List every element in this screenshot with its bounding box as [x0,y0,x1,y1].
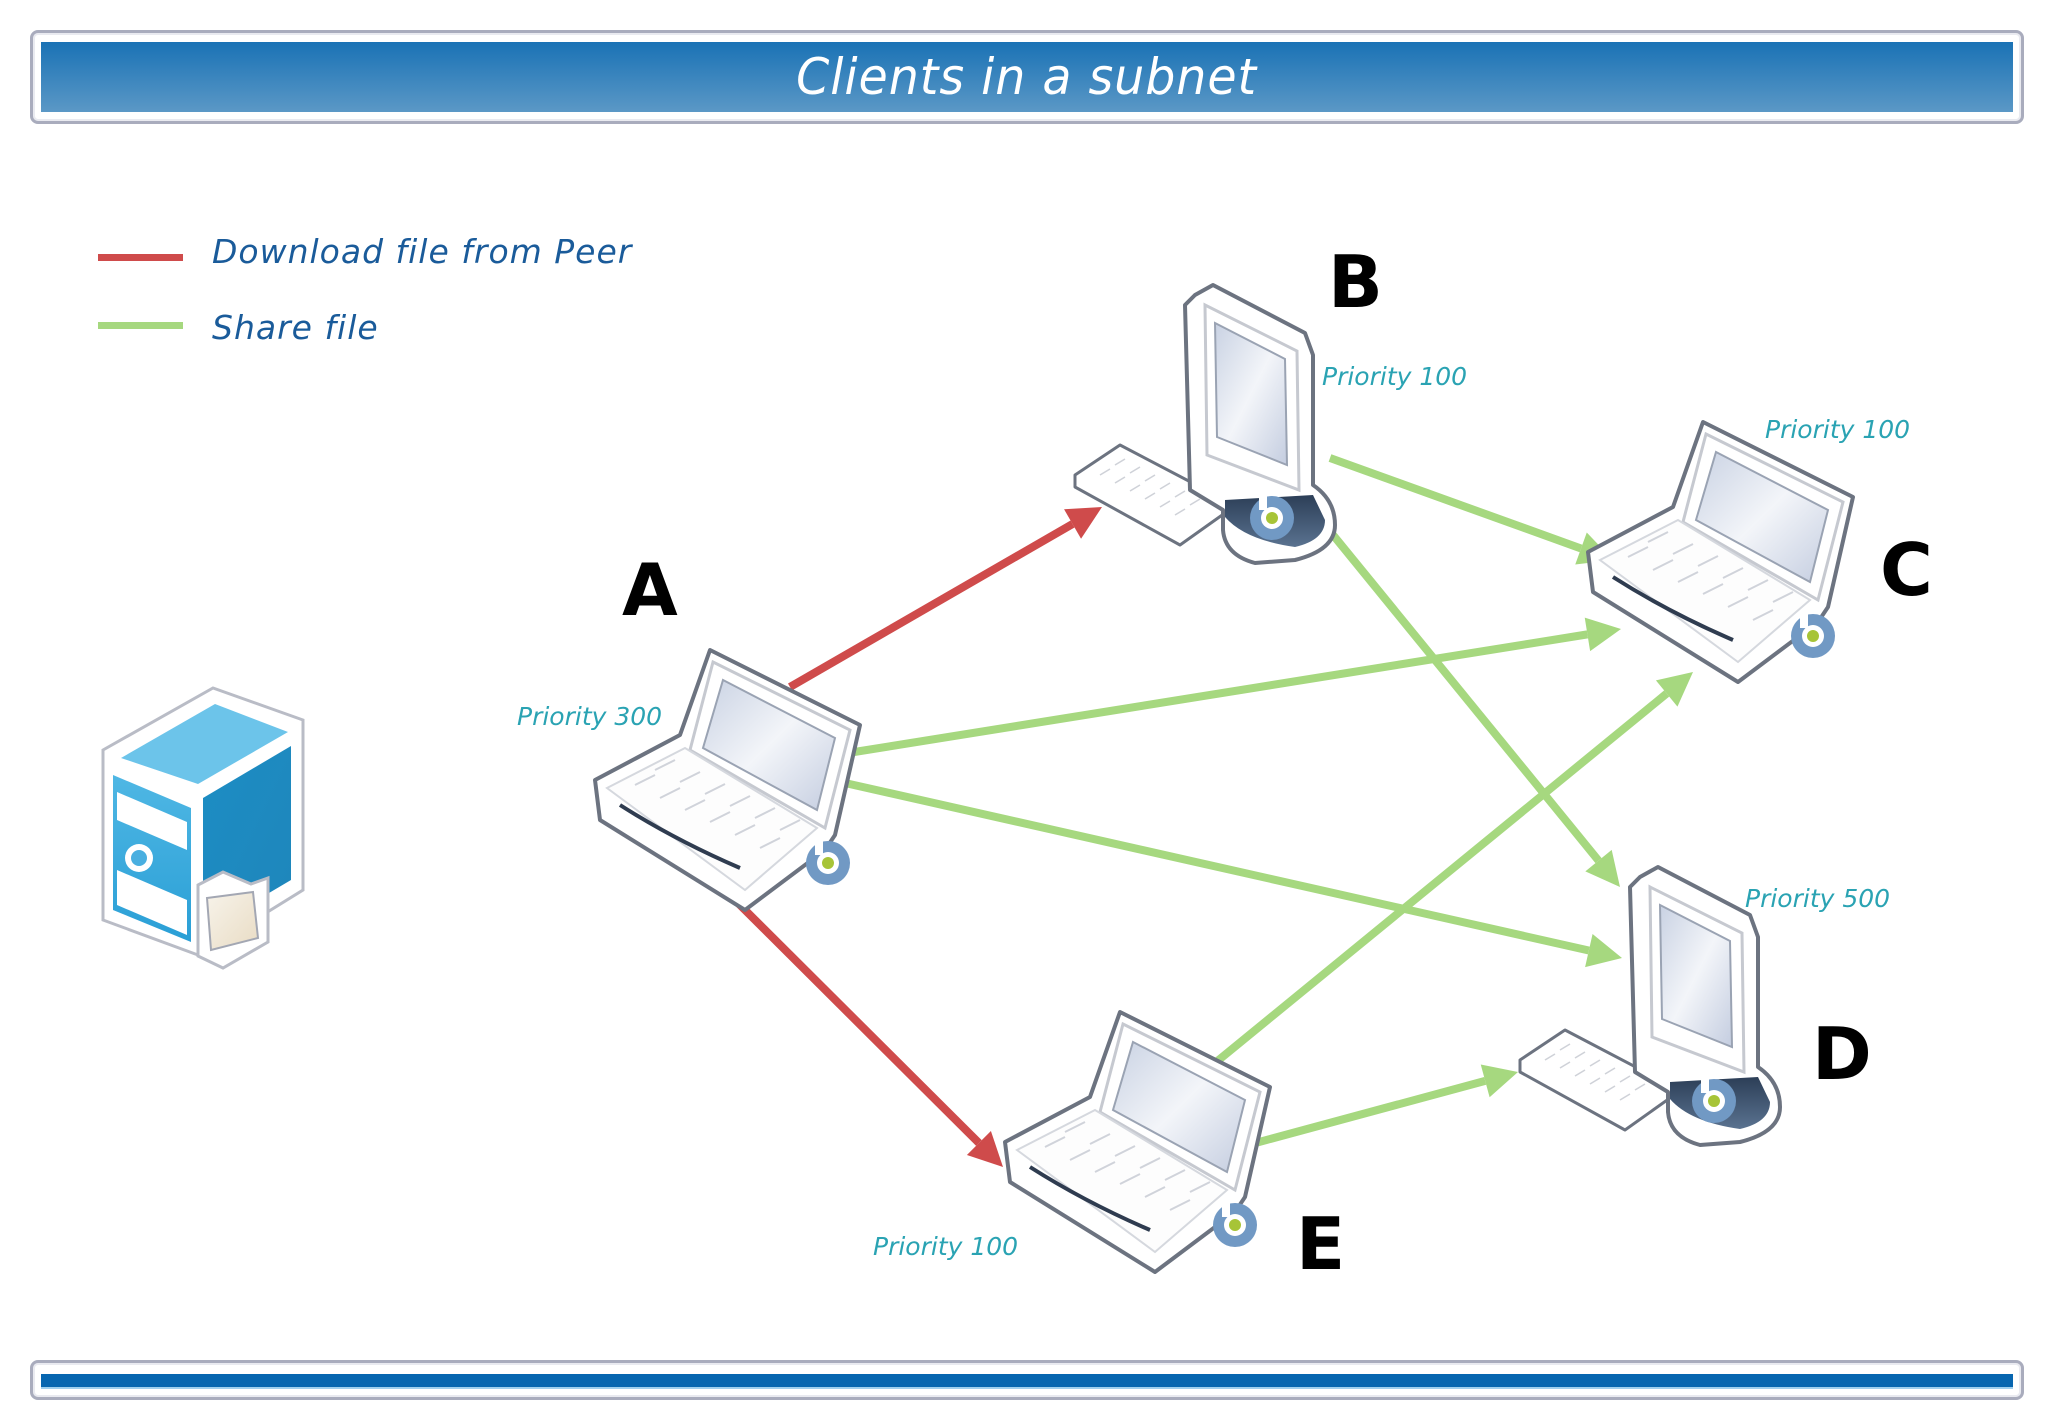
arrow-head [1585,849,1620,887]
arrow-shaft [1303,500,1602,864]
header-frame: Clients in a subnet [30,30,2024,124]
arrow-b-to-d-share [1303,500,1620,887]
arrow-head [1064,507,1102,539]
node-e-priority: Priority 100 [873,1232,1019,1261]
node-b-label: B [1328,240,1383,324]
arrow-a-to-e-download [732,897,1003,1167]
node-c-laptop-icon[interactable] [1586,420,1855,684]
node-a-laptop-icon[interactable] [593,648,862,912]
arrow-e-to-c-share [1212,672,1693,1067]
arrow-head [1480,1064,1518,1098]
arrow-a-to-c-share [847,617,1621,757]
node-c-label: C [1880,528,1933,612]
arrow-head [1584,617,1621,652]
arrow-a-to-d-share [844,779,1622,968]
legend-download-swatch [98,254,183,261]
arrow-a-to-b-download [788,507,1102,691]
node-a-label: A [622,548,678,632]
connections-layer [732,454,1693,1167]
page-title: Clients in a subnet [796,48,1258,106]
arrow-shaft [847,630,1589,757]
legend-share-swatch [98,322,183,329]
arrow-head [1655,672,1693,707]
legend-download-label: Download file from Peer [212,232,633,271]
node-b-priority: Priority 100 [1322,362,1468,391]
arrow-shaft [1328,454,1583,553]
footer-band [41,1374,2013,1389]
node-c-priority: Priority 100 [1765,415,1911,444]
node-b-desktop-icon[interactable] [1073,283,1337,565]
node-d-desktop-icon[interactable] [1518,865,1782,1147]
node-d-label: D [1812,1012,1872,1096]
file-server-icon [101,686,305,970]
header-band: Clients in a subnet [41,42,2013,112]
node-a-priority: Priority 300 [517,702,663,731]
arrow-shaft [844,779,1590,955]
arrow-head [1585,933,1622,968]
node-e-laptop-icon[interactable] [1003,1010,1272,1274]
arrow-shaft [788,520,1075,691]
node-e-label: E [1296,1202,1346,1286]
arrow-shaft [732,897,982,1146]
footer-frame [30,1360,2024,1400]
legend-share-label: Share file [212,308,379,347]
node-d-priority: Priority 500 [1745,884,1891,913]
arrow-shaft [1212,690,1670,1067]
arrow-head [966,1130,1003,1167]
arrow-shaft [1246,1077,1487,1149]
arrow-e-to-d-share [1246,1064,1518,1149]
